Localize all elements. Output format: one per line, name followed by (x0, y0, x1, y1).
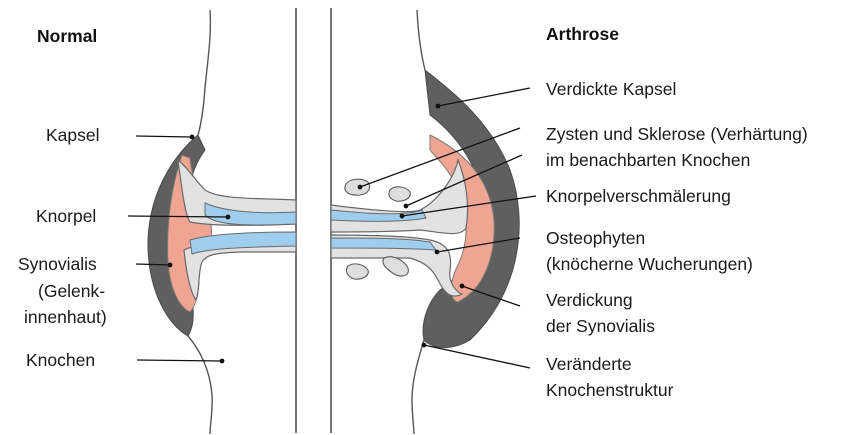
leader-dot-synovialis (168, 263, 173, 268)
leader-dot-knochen (220, 359, 225, 364)
normal-joint (148, 10, 296, 434)
normal-bone-outline-lower (188, 336, 212, 434)
label-osteophyten-1: Osteophyten (546, 228, 645, 248)
label-synovialis-2: (Gelenk- (38, 281, 105, 301)
leader-kapsel (136, 136, 192, 137)
leader-dot-verdickung (460, 284, 465, 289)
label-synovialis-1: Synovialis (18, 254, 97, 274)
label-knochen: Knochen (26, 350, 95, 370)
label-synovialis-3: innenhaut) (24, 307, 107, 327)
label-verdickung-1: Verdickung (546, 290, 633, 310)
normal-bone-outline (198, 10, 210, 135)
label-veraenderte-2: Knochenstruktur (546, 380, 674, 400)
arthrose-cyst (346, 264, 368, 279)
label-knorpel: Knorpel (36, 206, 96, 226)
label-verdickte-kapsel: Verdickte Kapsel (546, 79, 676, 99)
leader-dot-osteophyten (435, 250, 440, 255)
arthrose-bone-outline-lower (412, 340, 424, 434)
leader-dot-verdickte-kapsel (436, 104, 441, 109)
label-zysten-1: Zysten und Sklerose (Verhärtung) (546, 124, 808, 144)
leader-dot-knorpelverschmaelerung (400, 214, 405, 219)
arthrose-cyst (383, 257, 408, 276)
label-knorpelverschmaelerung: Knorpelverschmälerung (546, 186, 731, 206)
title-arthrose: Arthrose (546, 24, 619, 44)
leader-dot-zysten-b (404, 204, 409, 209)
leader-dot-zysten-a (358, 185, 363, 190)
label-kapsel: Kapsel (46, 125, 100, 145)
leader-dot-kapsel (190, 135, 195, 140)
leader-dot-knorpel (226, 215, 231, 220)
leader-veraenderte (424, 345, 530, 368)
label-osteophyten-2: (knöcherne Wucherungen) (546, 254, 753, 274)
label-veraenderte-1: Veränderte (546, 354, 632, 374)
label-zysten-2: im benachbarten Knochen (546, 150, 750, 170)
leader-knochen (137, 360, 222, 361)
arthrose-cyst (389, 187, 410, 201)
arthrose-joint (331, 10, 519, 434)
label-verdickung-2: der Synovialis (546, 316, 655, 336)
arthrose-bone-outline (417, 10, 425, 70)
title-normal: Normal (37, 26, 97, 46)
arthrose-cyst (345, 179, 370, 195)
leader-dot-veraenderte (422, 343, 427, 348)
